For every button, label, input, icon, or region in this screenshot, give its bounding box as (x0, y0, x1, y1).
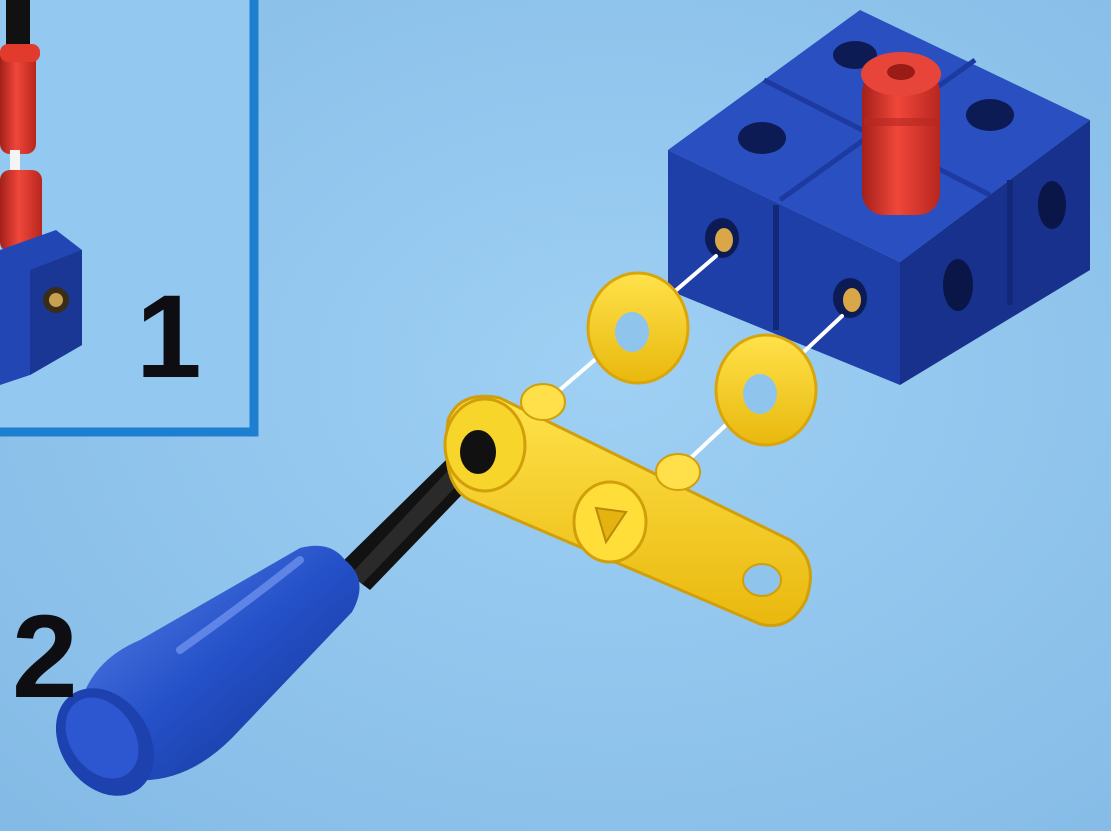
step-number-2: 2 (12, 598, 78, 716)
step-number-1: 1 (136, 278, 202, 396)
red-peg (861, 52, 941, 215)
washer-right (716, 335, 816, 445)
washer-left (588, 273, 688, 383)
step-1-inset-panel (0, 0, 254, 432)
inset-red-peg-upper (0, 44, 40, 154)
